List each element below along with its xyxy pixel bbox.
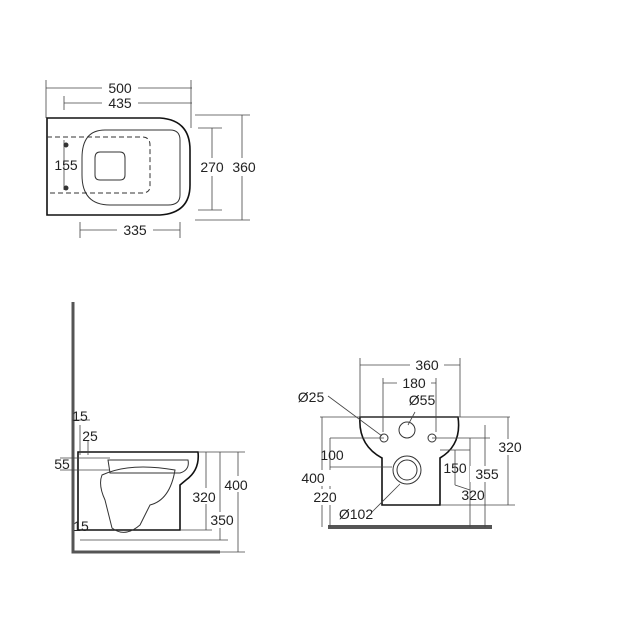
dim-360: 360 bbox=[232, 159, 256, 175]
dim-355: 355 bbox=[475, 466, 499, 482]
dim-25: 25 bbox=[82, 428, 98, 444]
dia-102: Ø102 bbox=[339, 506, 373, 522]
dim-400-front: 400 bbox=[301, 470, 325, 486]
lid-outline bbox=[94, 151, 126, 181]
dim-335: 335 bbox=[123, 222, 147, 238]
dim-55: 55 bbox=[54, 456, 70, 472]
top-view: 500 435 155 270 360 335 bbox=[45, 79, 259, 238]
dim-180: 180 bbox=[402, 375, 426, 391]
inlet-55 bbox=[398, 421, 416, 439]
dim-435: 435 bbox=[108, 95, 132, 111]
dim-100: 100 bbox=[320, 447, 344, 463]
dim-15-top: 15 bbox=[72, 408, 88, 424]
pan-side-outline bbox=[77, 451, 200, 531]
dim-360-front: 360 bbox=[415, 357, 439, 373]
wall-and-floor bbox=[71, 302, 220, 554]
dim-270: 270 bbox=[200, 159, 224, 175]
dim-400: 400 bbox=[224, 477, 248, 493]
seat-outline bbox=[81, 129, 181, 206]
dim-155: 155 bbox=[54, 157, 78, 173]
dia-55: Ø55 bbox=[409, 392, 436, 408]
pan-outline-top bbox=[46, 117, 191, 216]
front-view: 360 180 Ø25 Ø55 100 400 220 Ø102 150 355… bbox=[298, 357, 526, 529]
dim-500: 500 bbox=[108, 80, 132, 96]
dim-220: 220 bbox=[313, 489, 337, 505]
dim-150: 150 bbox=[443, 460, 467, 476]
dia-25: Ø25 bbox=[298, 389, 325, 405]
dim-320: 320 bbox=[192, 489, 216, 505]
dim-350: 350 bbox=[210, 512, 234, 528]
floor-bar bbox=[328, 525, 492, 529]
outlet-102 bbox=[392, 455, 422, 485]
dim-320-right: 320 bbox=[498, 439, 522, 455]
dim-320-bottom: 320 bbox=[461, 487, 485, 503]
side-view: 15 25 55 15 400 320 350 bbox=[54, 302, 250, 554]
dim-15-bottom: 15 bbox=[73, 518, 89, 534]
